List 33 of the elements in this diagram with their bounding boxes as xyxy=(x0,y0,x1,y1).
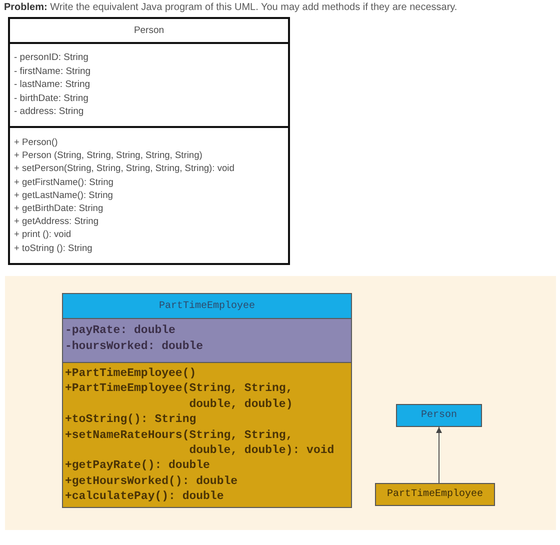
method-text: + getFirstName(): String xyxy=(14,176,114,189)
attribute-text: -hoursWorked: double xyxy=(65,339,204,355)
method-text: +getPayRate(): double xyxy=(65,458,211,474)
attribute-text: - address: String xyxy=(14,105,84,119)
problem-statement: Problem: Write the equivalent Java program of this UML. You may add methods if they are necessary. xyxy=(4,2,458,13)
class-box: PartTimeEmployee xyxy=(375,483,495,506)
attribute-text: - lastName: String xyxy=(14,78,90,92)
method-text: + Person (String, String, String, String, String) xyxy=(14,149,202,162)
inheritance-arrow xyxy=(436,426,442,484)
methods-compartment xyxy=(63,363,351,507)
attribute-text: - birthDate: String xyxy=(14,92,88,106)
attribute-text: - personID: String xyxy=(14,51,88,65)
class-box xyxy=(8,17,290,265)
attributes-compartment xyxy=(63,319,351,363)
class-header: Person xyxy=(10,19,288,44)
method-text: + Person() xyxy=(14,136,58,149)
method-text: + getBirthDate: String xyxy=(14,202,104,216)
method-text: +calculatePay(): double xyxy=(65,489,225,505)
method-text: +toString(): String xyxy=(65,412,198,428)
method-text: + getLastName(): String xyxy=(14,188,113,202)
method-text: + setPerson(String, String, String, String, String): void xyxy=(14,162,234,176)
method-text: +getHoursWorked(): double xyxy=(65,474,238,490)
class-box: Person xyxy=(396,404,482,427)
class-box xyxy=(62,293,352,508)
attribute-text: -payRate: double xyxy=(65,323,176,339)
class-header: PartTimeEmployee xyxy=(63,294,351,319)
method-text: +setNameRateHours(String, String, double, double): void xyxy=(65,428,336,458)
method-text: +PartTimeEmployee(String, String, double, double) xyxy=(65,381,294,412)
method-text: + getAddress: String xyxy=(14,215,98,228)
attribute-text: - firstName: String xyxy=(14,64,91,78)
method-text: +PartTimeEmployee() xyxy=(65,366,196,382)
method-text: + toString (): String xyxy=(14,242,92,255)
method-text: + print (): void xyxy=(14,228,72,242)
